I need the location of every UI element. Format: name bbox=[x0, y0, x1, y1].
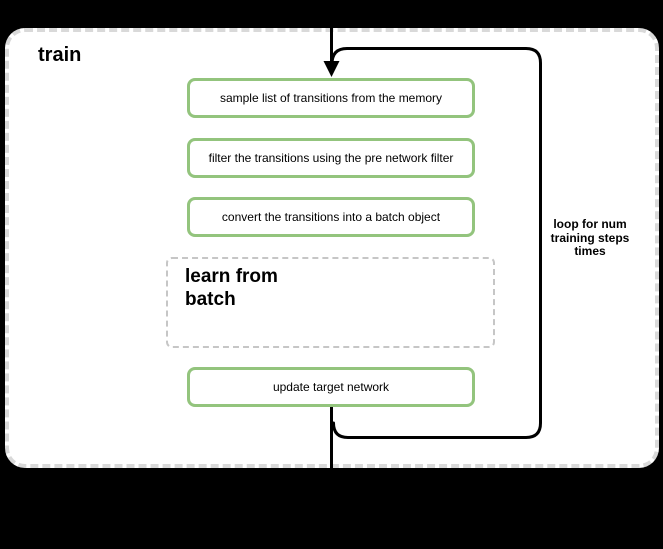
step-sample-transitions: sample list of transitions from the memo… bbox=[187, 78, 475, 118]
step-update-target-network: update target network bbox=[187, 367, 475, 407]
loop-annotation: loop for num training steps times bbox=[550, 217, 630, 258]
group-title: train bbox=[38, 44, 82, 66]
learn-from-batch-group: learn from batch bbox=[166, 257, 495, 348]
step-filter-transitions: filter the transitions using the pre net… bbox=[187, 138, 475, 178]
step-convert-batch: convert the transitions into a batch obj… bbox=[187, 197, 475, 237]
learn-from-batch-label: learn from batch bbox=[185, 266, 278, 310]
